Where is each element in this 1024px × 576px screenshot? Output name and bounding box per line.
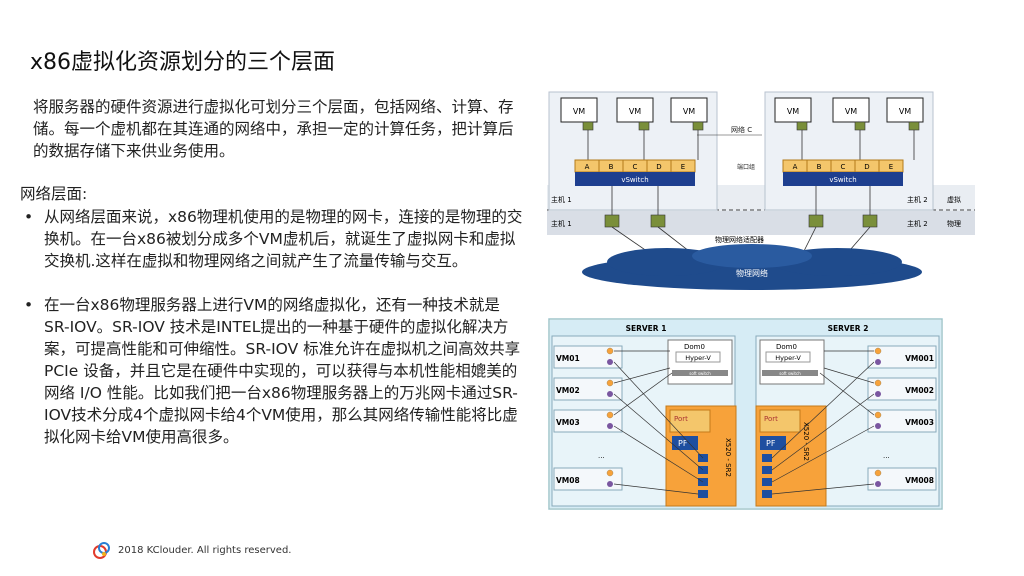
port-group-right: A B C D E vSwitch xyxy=(782,159,904,186)
intro-paragraph: 将服务器的硬件资源进行虚拟化可划分三个层面，包括网络、计算、存储。每一个虚机都在… xyxy=(33,98,514,160)
svg-text:...: ... xyxy=(598,452,605,460)
port-group-left: A B C D E vSwitch xyxy=(574,159,696,186)
svg-text:B: B xyxy=(609,163,614,171)
vswitch-label: vSwitch xyxy=(829,176,856,184)
svg-text:A: A xyxy=(793,163,798,171)
footer: 2018 KClouder. All rights reserved. xyxy=(92,540,291,560)
bullet-list: • 从网络层面来说，x86物理机使用的是物理的网卡，连接的是物理的交换机。在一台x… xyxy=(18,206,523,448)
svg-text:C: C xyxy=(841,163,846,171)
vm-row-right: VM001 VM002 VM003 ... VM008 xyxy=(867,345,937,491)
server1-label: SERVER 1 xyxy=(626,324,667,333)
vswitch-diagram: VM VM VM VM VM VM 网络 C A B C D E vSwitch… xyxy=(547,90,975,298)
svg-text:C: C xyxy=(633,163,638,171)
svg-text:VM003: VM003 xyxy=(905,418,934,427)
svg-text:E: E xyxy=(889,163,893,171)
svg-text:VM002: VM002 xyxy=(905,386,934,395)
svg-text:D: D xyxy=(656,163,661,171)
virtual-layer-label: 虚拟 xyxy=(947,195,961,204)
host2-label: 主机 2 xyxy=(907,219,928,228)
svg-text:VM08: VM08 xyxy=(556,476,580,485)
svg-text:X520 - SR2: X520 - SR2 xyxy=(724,438,732,477)
svg-text:D: D xyxy=(864,163,869,171)
adapter-label: 物理网络适配器 xyxy=(715,235,764,244)
svg-text:soft switch: soft switch xyxy=(689,371,711,376)
copyright-text: 2018 KClouder. All rights reserved. xyxy=(118,544,292,556)
vm-row-left: VM01 VM02 VM03 ... VM08 xyxy=(553,345,623,491)
svg-text:VM02: VM02 xyxy=(556,386,580,395)
bullet-item: • 从网络层面来说，x86物理机使用的是物理的网卡，连接的是物理的交换机。在一台x… xyxy=(18,206,523,272)
section-heading: 网络层面: xyxy=(20,185,88,203)
host1-label: 主机 1 xyxy=(551,219,572,228)
vm-box: VM xyxy=(832,97,870,123)
svg-text:PF: PF xyxy=(766,439,776,448)
svg-text:VM: VM xyxy=(629,107,641,116)
dom0-left: Dom0 Hyper-V soft switch xyxy=(667,339,733,385)
svg-text:Hyper-V: Hyper-V xyxy=(685,354,711,362)
sriov-diagram: SERVER 1 SERVER 2 VM01 VM02 VM03 ... VM0… xyxy=(548,318,943,510)
svg-text:...: ... xyxy=(883,452,890,460)
vm-box: VM xyxy=(616,97,654,123)
svg-text:PF: PF xyxy=(678,439,688,448)
bullet-item: • 在一台x86物理服务器上进行VM的网络虚拟化，还有一种技术就是SR-IOV。S… xyxy=(18,294,523,448)
svg-text:Port: Port xyxy=(674,415,688,423)
svg-text:VM008: VM008 xyxy=(905,476,934,485)
svg-text:B: B xyxy=(817,163,822,171)
svg-text:soft switch: soft switch xyxy=(779,371,801,376)
network-c-label: 网络 C xyxy=(731,125,752,134)
bullet-text: 从网络层面来说，x86物理机使用的是物理的网卡，连接的是物理的交换机。在一台x8… xyxy=(44,208,523,270)
port-group-label: 端口组 xyxy=(737,163,755,171)
bullet-marker: • xyxy=(24,296,34,314)
physical-layer-label: 物理 xyxy=(947,219,961,228)
svg-text:E: E xyxy=(681,163,685,171)
svg-text:VM03: VM03 xyxy=(556,418,580,427)
kclouder-logo-icon xyxy=(93,542,110,559)
vswitch-label: vSwitch xyxy=(621,176,648,184)
svg-text:VM01: VM01 xyxy=(556,354,580,363)
server2-label: SERVER 2 xyxy=(828,324,869,333)
svg-text:VM001: VM001 xyxy=(905,354,934,363)
svg-text:A: A xyxy=(585,163,590,171)
svg-text:X520 - SR2: X520 - SR2 xyxy=(802,422,810,461)
svg-text:VM: VM xyxy=(845,107,857,116)
svg-text:VM: VM xyxy=(683,107,695,116)
vm-box: VM xyxy=(670,97,708,123)
dom0-right: Dom0 Hyper-V soft switch xyxy=(759,339,825,385)
svg-text:Hyper-V: Hyper-V xyxy=(775,354,801,362)
bullet-text: 在一台x86物理服务器上进行VM的网络虚拟化，还有一种技术就是SR-IOV。SR… xyxy=(44,296,521,446)
cloud-label: 物理网络 xyxy=(736,268,768,278)
page-title: x86虚拟化资源划分的三个层面 xyxy=(30,50,336,75)
svg-text:VM: VM xyxy=(899,107,911,116)
bullet-marker: • xyxy=(24,208,34,226)
svg-text:Dom0: Dom0 xyxy=(684,343,705,351)
svg-text:VM: VM xyxy=(787,107,799,116)
svg-text:Port: Port xyxy=(764,415,778,423)
nic-right: Port PF X520 - SR2 xyxy=(755,405,827,507)
svg-text:Dom0: Dom0 xyxy=(776,343,797,351)
vm-box: VM xyxy=(886,97,924,123)
host2-label: 主机 2 xyxy=(907,195,928,204)
host1-label: 主机 1 xyxy=(551,195,572,204)
physical-network-cloud: 物理网络 xyxy=(582,244,922,290)
vm-box: VM xyxy=(560,97,598,123)
svg-text:VM: VM xyxy=(573,107,585,116)
vm-box: VM xyxy=(774,97,812,123)
